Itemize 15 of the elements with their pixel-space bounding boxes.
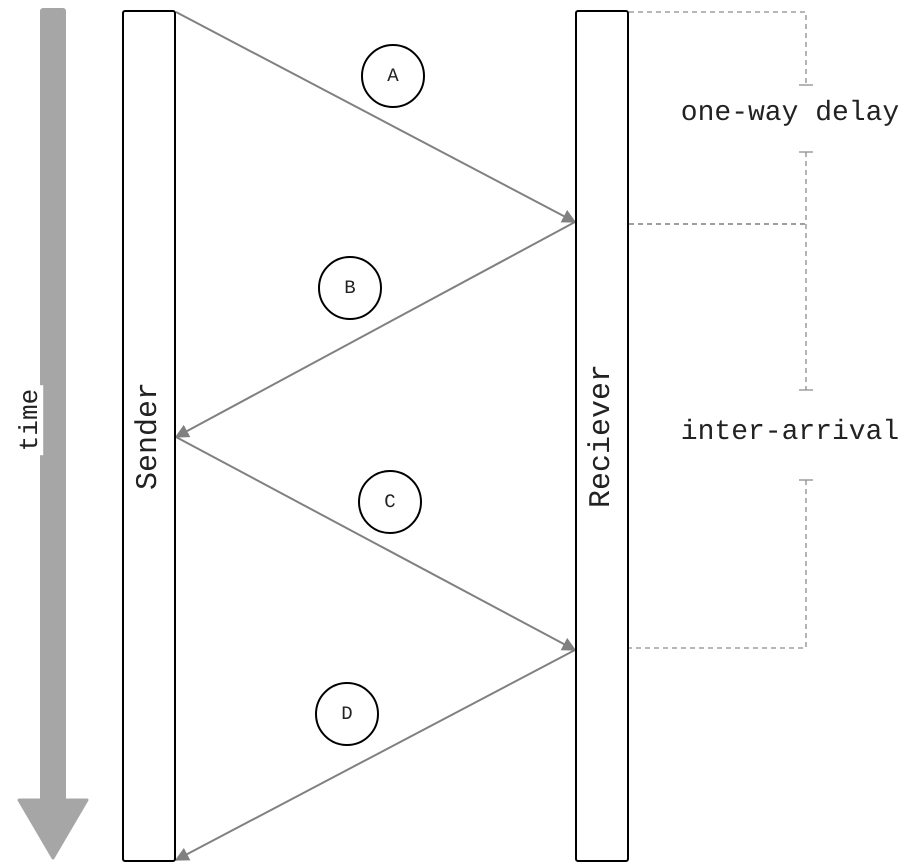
dimension-label: inter-arrival bbox=[680, 419, 900, 447]
lifeline-bar bbox=[122, 10, 176, 862]
arrow bbox=[176, 436, 576, 651]
step-letter: D bbox=[341, 704, 353, 724]
step-letter: A bbox=[387, 66, 399, 86]
axis-label: time bbox=[17, 384, 43, 456]
step-letter: C bbox=[384, 492, 396, 512]
step-letter: B bbox=[344, 278, 356, 298]
dimension-label: one-way delay bbox=[680, 100, 900, 128]
arrow bbox=[174, 649, 576, 861]
arrow bbox=[176, 11, 576, 223]
lifeline-name: Reciever bbox=[587, 364, 617, 508]
lifeline-name: Sender bbox=[134, 382, 164, 490]
lifeline-bar bbox=[575, 10, 629, 862]
arrow bbox=[174, 221, 576, 438]
